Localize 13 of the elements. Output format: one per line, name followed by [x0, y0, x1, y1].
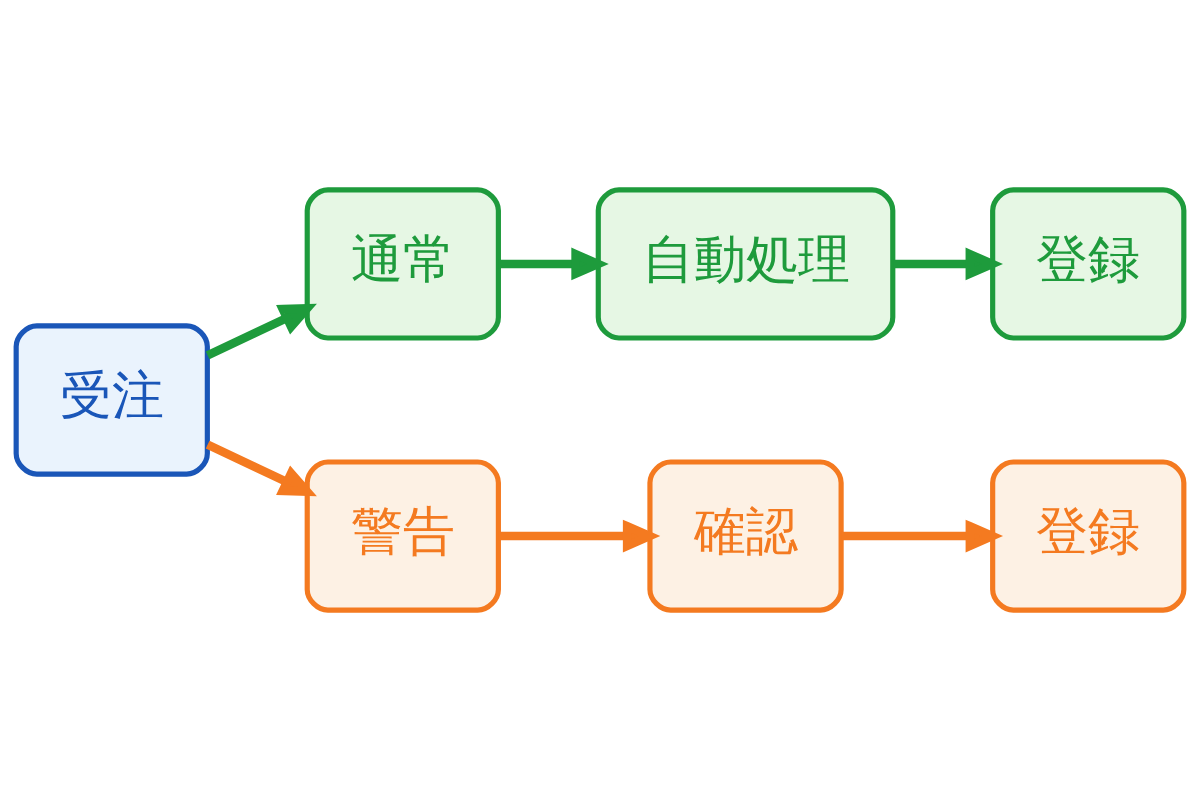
node-box: 警告 — [304, 459, 501, 613]
node-box: 受注 — [13, 323, 210, 477]
node-box: 確認 — [647, 459, 844, 613]
node-box: 登録 — [990, 459, 1187, 613]
arrow — [893, 247, 1003, 281]
node-box: 登録 — [990, 187, 1187, 341]
arrow — [841, 519, 1004, 553]
node-box: 通常 — [304, 187, 501, 341]
node-box: 自動処理 — [595, 187, 896, 341]
arrow — [205, 440, 317, 497]
arrow — [498, 519, 661, 553]
arrow — [498, 247, 609, 281]
arrow — [205, 303, 317, 360]
